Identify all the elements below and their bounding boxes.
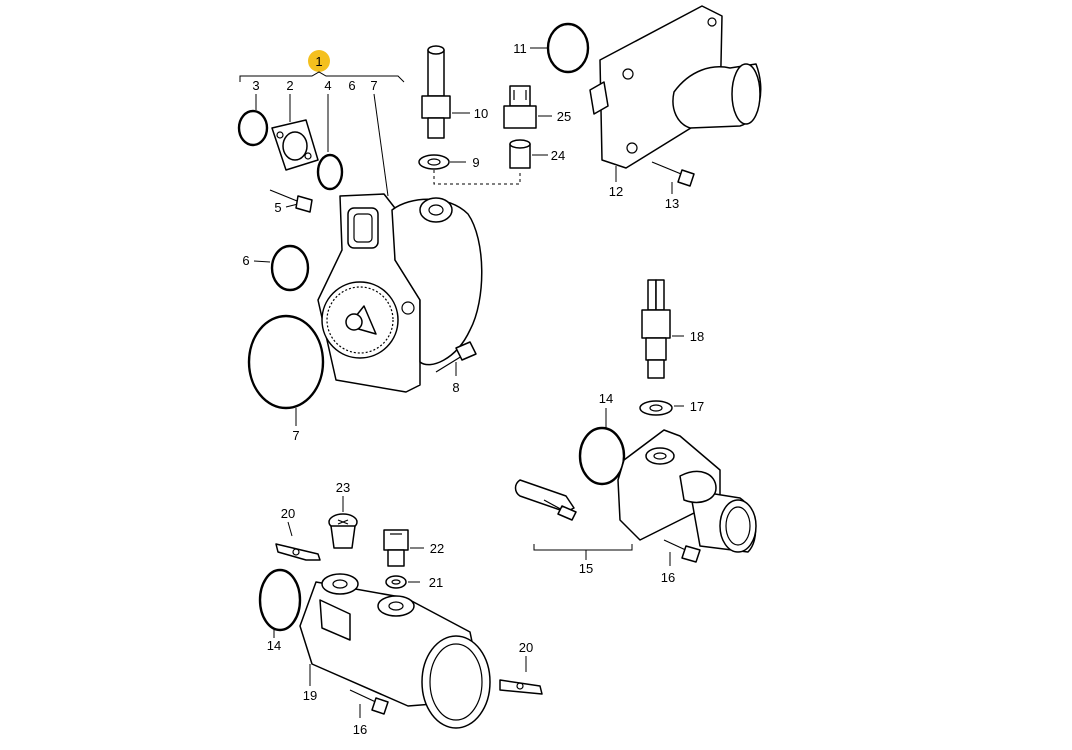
leader-7a [373, 93, 389, 197]
o-ring-11 [546, 22, 590, 74]
o-ring-6 [270, 244, 310, 292]
o-ring-14a [578, 426, 626, 486]
callout-18: 18 [690, 329, 704, 344]
callout-17: 17 [690, 399, 704, 414]
leader-20a [287, 521, 293, 537]
callout-1: 1 [315, 54, 322, 69]
callout-6a: 6 [348, 78, 355, 93]
callout-7a: 7 [370, 78, 377, 93]
bolt-16b [349, 689, 389, 715]
clip-20a [275, 543, 321, 561]
washer-9 [418, 154, 450, 170]
highlight-badge [308, 50, 330, 72]
o-ring-7 [247, 314, 325, 410]
callout-16a: 16 [661, 570, 675, 585]
callout-25: 25 [557, 109, 571, 124]
callout-6b: 6 [242, 253, 249, 268]
sensor-25 [503, 85, 537, 129]
callout-11: 11 [513, 41, 527, 56]
callout-7b: 7 [292, 428, 299, 443]
clip-15 [514, 479, 577, 521]
hose-fitting-10 [421, 45, 451, 139]
callout-21: 21 [429, 575, 443, 590]
clip-20b [499, 679, 543, 695]
callout-10: 10 [474, 106, 488, 121]
pump-housing [317, 193, 483, 393]
washer-17 [639, 400, 673, 416]
callout-4: 4 [324, 78, 331, 93]
temp-sender-18 [641, 279, 671, 379]
flange-2 [271, 119, 319, 171]
assembly-line-9 [433, 170, 521, 185]
callout-14a: 14 [599, 391, 613, 406]
plug-23 [328, 513, 358, 549]
callout-12: 12 [609, 184, 623, 199]
callout-15: 15 [579, 561, 593, 576]
bolt-8 [435, 341, 477, 373]
o-ring-14b [258, 568, 302, 632]
sensor-22 [383, 529, 409, 567]
callout-24: 24 [551, 148, 565, 163]
callout-20b: 20 [519, 640, 533, 655]
o-ring-4 [316, 153, 344, 191]
callout-2: 2 [286, 78, 293, 93]
leader-6b [253, 260, 271, 263]
callout-23: 23 [336, 480, 350, 495]
coolant-pipe-bottom [299, 573, 491, 729]
coolant-housing-right [617, 429, 757, 553]
assembly-marker-1[interactable]: 1 [308, 50, 330, 72]
callout-8: 8 [452, 380, 459, 395]
bracket-15 [533, 544, 633, 551]
callout-5: 5 [274, 200, 281, 215]
callout-3: 3 [252, 78, 259, 93]
elbow-flange-12 [589, 5, 762, 169]
bolt-16a [663, 539, 701, 563]
callout-13: 13 [665, 196, 679, 211]
washer-21 [385, 575, 407, 589]
bolt-13 [651, 161, 695, 187]
callout-14b: 14 [267, 638, 281, 653]
callout-16b: 16 [353, 722, 367, 737]
o-ring-3 [237, 109, 269, 147]
bolt-5 [269, 189, 313, 213]
callout-22: 22 [430, 541, 444, 556]
callout-19: 19 [303, 688, 317, 703]
group-bracket [239, 71, 405, 83]
callout-20a: 20 [281, 506, 295, 521]
callout-9: 9 [472, 155, 479, 170]
plug-24 [509, 139, 531, 169]
